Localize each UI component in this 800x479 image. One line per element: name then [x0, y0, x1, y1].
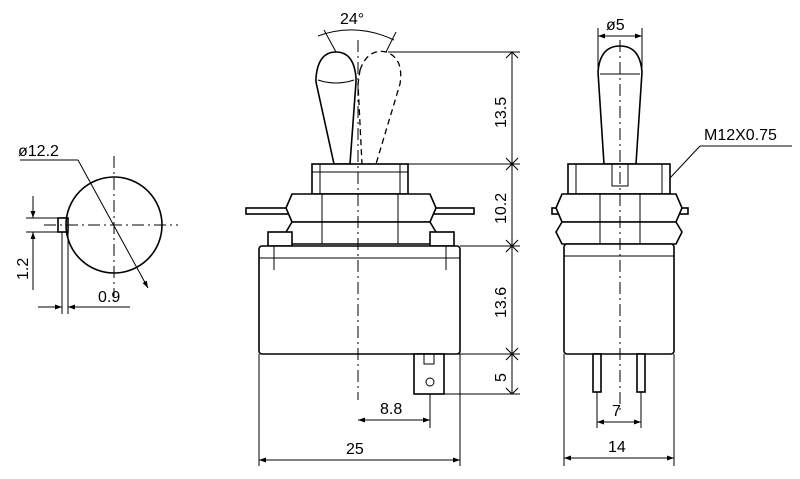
- side-bushing: [567, 163, 671, 195]
- front-view: 24° 13.5: [245, 11, 520, 466]
- dim-terminal-pitch: 7: [612, 403, 621, 420]
- lever-tilted: [357, 50, 402, 165]
- dim-panel-diameter: ø12.2: [18, 143, 59, 160]
- lever-solid: [315, 51, 357, 165]
- dim-key-height: 1.2: [15, 258, 32, 280]
- dim-bushing-height: 10.2: [493, 193, 510, 224]
- dim-lever-height: 13.5: [493, 97, 510, 128]
- dim-lever-angle: 24°: [340, 11, 364, 28]
- panel-cutout-view: ø12.2 1.2 0.9: [15, 143, 178, 314]
- terminal: [413, 353, 445, 395]
- bushing: [311, 163, 409, 195]
- side-body: [563, 243, 675, 355]
- terminal-hole: [425, 377, 435, 387]
- side-view: ø5 M12X0.75 7 14: [551, 17, 792, 466]
- dim-lever-diameter: ø5: [606, 17, 625, 34]
- dim-body-height: 13.6: [493, 287, 510, 318]
- dim-body-width: 25: [346, 441, 364, 458]
- key-notch: [57, 217, 69, 233]
- dim-key-width: 0.9: [98, 289, 120, 306]
- dim-terminal-height: 5: [493, 373, 510, 382]
- switch-body: [258, 245, 461, 355]
- dim-terminal-offset: 8.8: [380, 401, 402, 418]
- hex-nut: [285, 193, 437, 223]
- dim-thread: M12X0.75: [704, 127, 777, 144]
- dim-body-depth: 14: [608, 439, 626, 456]
